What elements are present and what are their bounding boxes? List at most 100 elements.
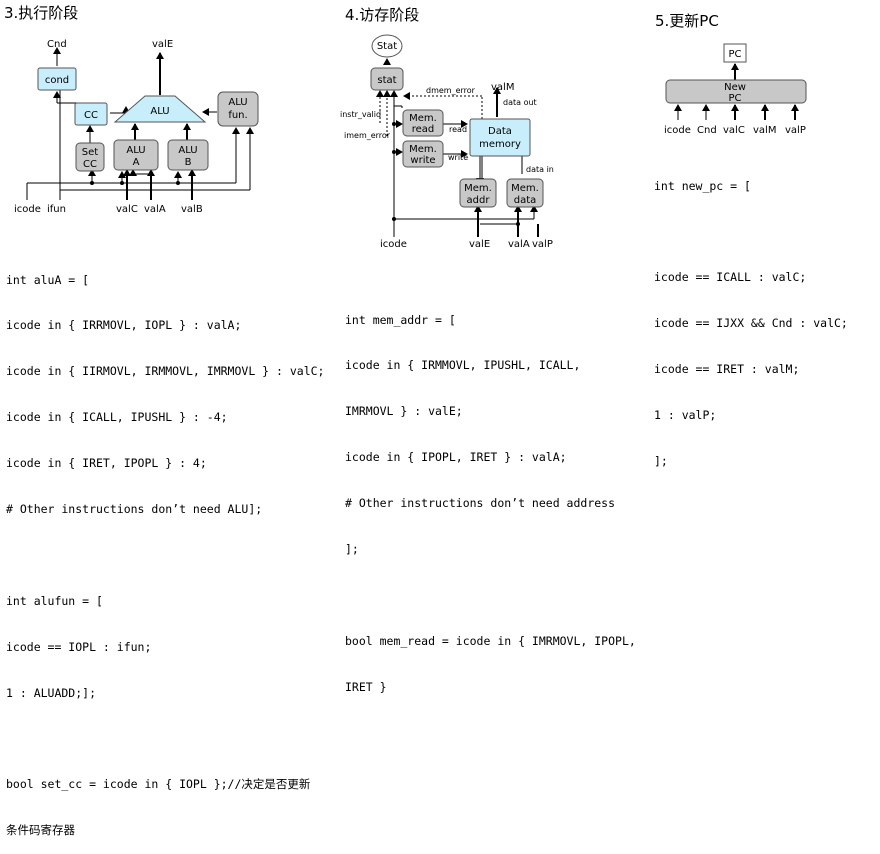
set-cc-label: CC [83,159,97,170]
code-line: icode in { ICALL, IPUSHL } : -4; [6,410,228,425]
code-line: int aluA = [ [6,272,90,287]
mem-addr-label: Mem. [464,183,492,194]
code-line: 1 : valP; [654,408,717,423]
alu-block [113,95,207,123]
code-line: int alufun = [ [6,593,103,608]
code-line: icode in { IIRMOVL, IRMMOVL, IMRMOVL } :… [6,364,325,379]
ifun-input-label: ifun [47,204,66,215]
code-line: icode == ICALL : valC; [654,270,807,285]
mem-write-label: Mem. [409,144,437,155]
icode-input-label: icode [14,204,41,215]
memory-stage-heading: 4.访存阶段 [345,6,420,24]
code-line: 条件码寄存器 [6,823,75,838]
data-memory-label: Data [488,126,512,137]
dmem-error-label: dmem_error [426,86,476,95]
mem-read-block [402,109,444,137]
code-line: ]; [654,453,668,468]
alu-fun-label: ALU [228,97,247,108]
code-line [654,224,848,239]
execute-stage-diagram: Cnd valE cond CC ALU ALU fun. Set CC ALU… [14,39,259,215]
pc-register-block [723,43,747,63]
memory-hcl-code: int mem_addr = [ icode in { IRMMOVL, IPU… [345,282,636,710]
code-line: 1 : ALUADD;]; [6,685,97,700]
code-line [345,588,636,603]
mem-data-label: Mem. [511,183,539,194]
update-pc-diagram: PC New PC icode Cnd valC valM valP [664,43,807,136]
icode-input-label: icode [664,125,691,136]
code-line: bool set_cc = icode in { IOPL };//决定是否更新 [6,777,311,792]
update-pc-stage-heading: 5.更新PC [655,12,719,30]
vale-input-label: valE [469,239,490,250]
stat-label: stat [377,75,396,86]
new-pc-block [665,79,807,104]
code-line: int mem_addr = [ [345,312,456,327]
new-pc-label: New [724,82,746,93]
code-line: # Other instructions don’t need address [345,496,616,511]
mem-read-label: Mem. [409,113,437,124]
pc-label: PC [728,49,741,60]
valp-input-label: valP [532,239,553,250]
alu-b-label: ALU [178,145,197,156]
code-line: int new_pc = [ [654,178,751,193]
code-line: icode == IJXX && Cnd : valC; [654,316,848,331]
mem-data-block [506,178,544,208]
mem-write-block [402,140,444,168]
alu-label: ALU [150,106,169,117]
alu-fun-block [217,91,259,127]
icode-input-label: icode [380,239,407,250]
instr-valid-label: instr_valid [340,110,381,119]
imem-error-label: imem_error [344,131,391,140]
code-line: IRET } [345,679,387,694]
stat-block [370,67,404,91]
mem-addr-label: addr [467,195,491,206]
cond-block [37,67,77,91]
alu-a-block [113,139,159,171]
alu-b-block [167,139,209,171]
vala-input-label: valA [508,239,530,250]
mem-addr-block [459,178,497,208]
data-memory-label: memory [479,139,521,150]
stat-output-node [371,34,403,58]
stat-output-label: Stat [377,41,397,52]
memory-stage-diagram: Stat stat dmem_error valM data out instr… [340,34,554,250]
data-out-label: data out [503,98,537,107]
data-in-label: data in [526,165,554,174]
mem-write-label: write [410,155,435,166]
code-line: icode in { IRMMOVL, IPUSHL, ICALL, [345,358,581,373]
write-signal-label: write [448,153,468,162]
execute-hcl-code: int aluA = [ icode in { IRRMOVL, IOPL } … [6,242,325,854]
cc-label: CC [84,110,98,121]
code-line: icode == IRET : valM; [654,362,800,377]
valc-input-label: valC [723,125,745,136]
update-pc-hcl-code: int new_pc = [ icode == ICALL : valC; ic… [654,148,848,485]
valm-output-label: valM [491,82,514,93]
code-line [6,732,325,747]
valm-input-label: valM [753,125,776,136]
code-line: icode in { IRET, IPOPL } : 4; [6,456,207,471]
valp-input-label: valP [785,125,806,136]
cnd-output-label: Cnd [47,39,67,50]
new-pc-label: PC [728,93,741,104]
alu-fun-label: fun. [228,110,247,121]
cc-block [74,102,108,126]
vale-output-label: valE [152,39,173,50]
alu-a-label: ALU [126,145,145,156]
alu-b-label: B [185,157,192,168]
code-line: IMRMOVL } : valE; [345,404,463,419]
mem-read-label: read [412,124,435,135]
cond-label: cond [45,75,69,86]
execute-stage-heading: 3.执行阶段 [4,4,79,22]
mem-data-label: data [514,195,537,206]
vala-input-label: valA [144,204,166,215]
code-line: # Other instructions don’t need ALU]; [6,502,263,517]
code-line: ]; [345,542,359,557]
valb-input-label: valB [181,204,203,215]
code-line: icode == IOPL : ifun; [6,639,152,654]
code-line [6,548,325,563]
code-line: bool mem_read = icode in { IMRMOVL, IPOP… [345,633,636,648]
alu-a-label: A [133,157,140,168]
cnd-input-label: Cnd [697,125,717,136]
data-memory-block [469,118,531,157]
set-cc-label: Set [82,147,99,158]
read-signal-label: read [449,125,467,134]
